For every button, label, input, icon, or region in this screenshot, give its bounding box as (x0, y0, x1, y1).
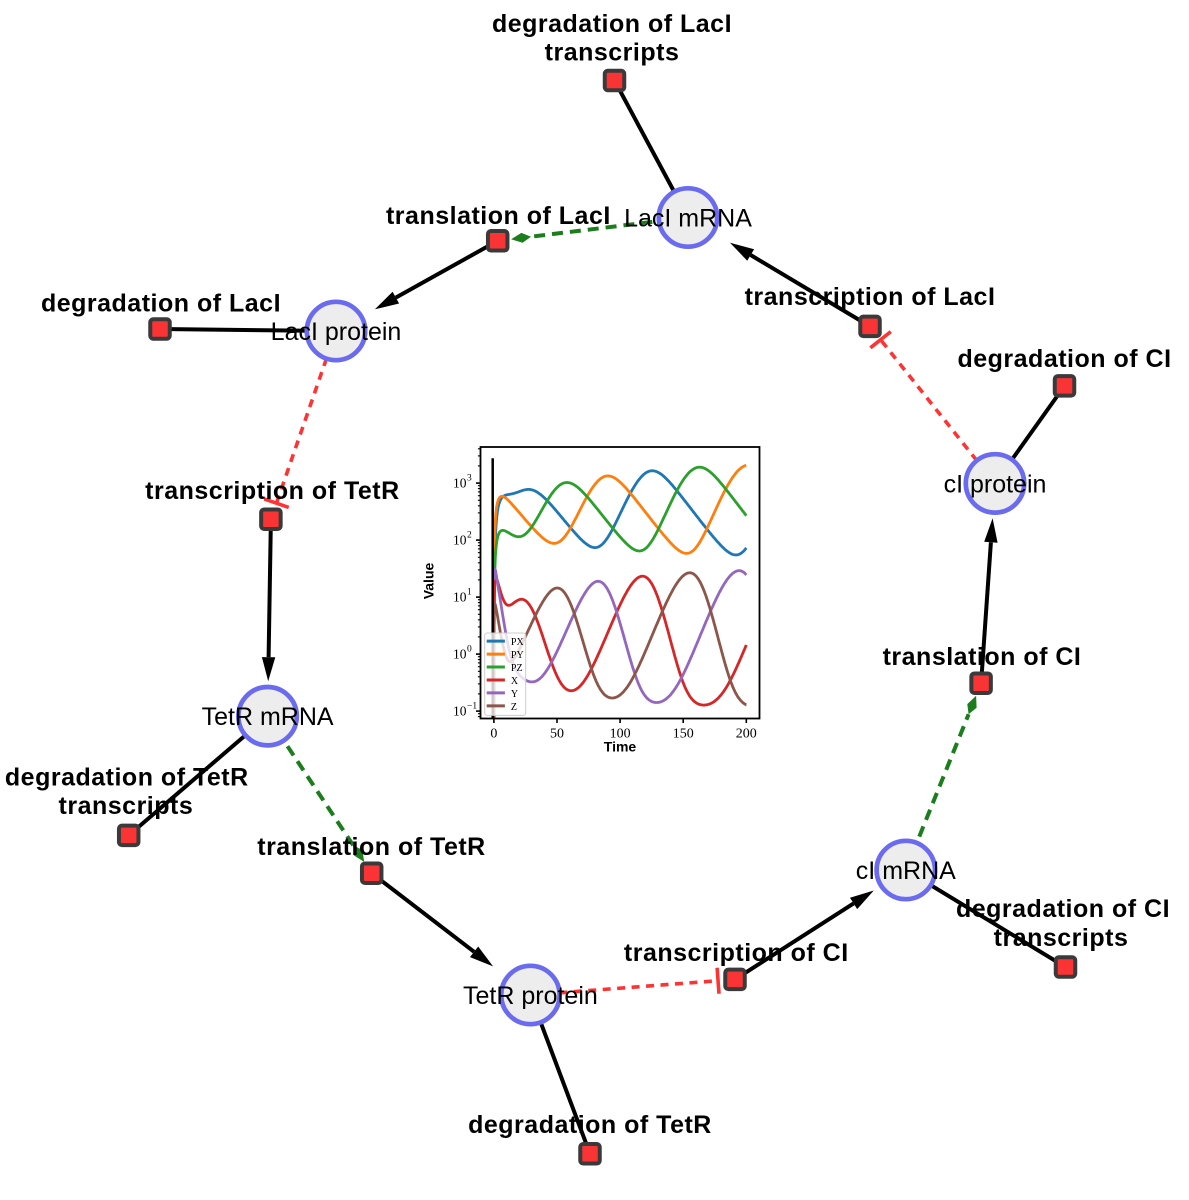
svg-text:Y: Y (511, 689, 518, 700)
svg-text:3: 3 (467, 474, 472, 484)
svg-text:transcripts: transcripts (994, 924, 1129, 952)
svg-text:PX: PX (511, 637, 525, 648)
svg-text:translation of TetR: translation of TetR (257, 833, 485, 861)
svg-text:1: 1 (467, 588, 472, 598)
svg-text:0: 0 (467, 645, 472, 655)
svg-text:10: 10 (453, 704, 467, 719)
svg-text:200: 200 (736, 727, 757, 742)
svg-text:transcripts: transcripts (545, 39, 680, 67)
svg-text:degradation of TetR: degradation of TetR (468, 1111, 712, 1139)
svg-text:X: X (511, 676, 519, 687)
svg-text:PY: PY (511, 650, 524, 661)
svg-text:transcription of CI: transcription of CI (624, 939, 849, 967)
svg-text:Z: Z (511, 702, 517, 713)
svg-text:TetR mRNA: TetR mRNA (202, 703, 334, 731)
svg-text:PZ: PZ (511, 663, 523, 674)
svg-text:degradation of CI: degradation of CI (957, 345, 1171, 373)
svg-text:degradation of LacI: degradation of LacI (492, 10, 732, 38)
svg-text:transcription of LacI: transcription of LacI (745, 283, 996, 311)
svg-text:10: 10 (453, 590, 467, 605)
svg-text:translation of LacI: translation of LacI (386, 202, 611, 230)
svg-text:150: 150 (673, 727, 694, 742)
svg-text:degradation of TetR: degradation of TetR (5, 764, 249, 792)
svg-text:LacI mRNA: LacI mRNA (624, 205, 752, 233)
svg-text:−1: −1 (467, 702, 477, 712)
svg-text:Value: Value (421, 563, 437, 600)
svg-text:10: 10 (453, 647, 467, 662)
svg-text:transcription of TetR: transcription of TetR (145, 477, 399, 505)
svg-text:100: 100 (610, 727, 631, 742)
svg-text:degradation of LacI: degradation of LacI (41, 290, 281, 318)
svg-text:degradation of CI: degradation of CI (956, 895, 1170, 923)
svg-text:Time: Time (604, 739, 637, 755)
svg-text:cI protein: cI protein (944, 470, 1047, 498)
svg-text:transcripts: transcripts (59, 792, 194, 820)
svg-text:0: 0 (490, 727, 497, 742)
svg-text:TetR protein: TetR protein (463, 982, 598, 1010)
svg-text:LacI protein: LacI protein (271, 318, 402, 346)
svg-text:translation of CI: translation of CI (883, 643, 1082, 671)
svg-text:10: 10 (453, 533, 467, 548)
svg-text:2: 2 (467, 531, 472, 541)
svg-text:10: 10 (453, 476, 467, 491)
svg-text:cI mRNA: cI mRNA (856, 857, 956, 885)
svg-text:50: 50 (550, 727, 564, 742)
